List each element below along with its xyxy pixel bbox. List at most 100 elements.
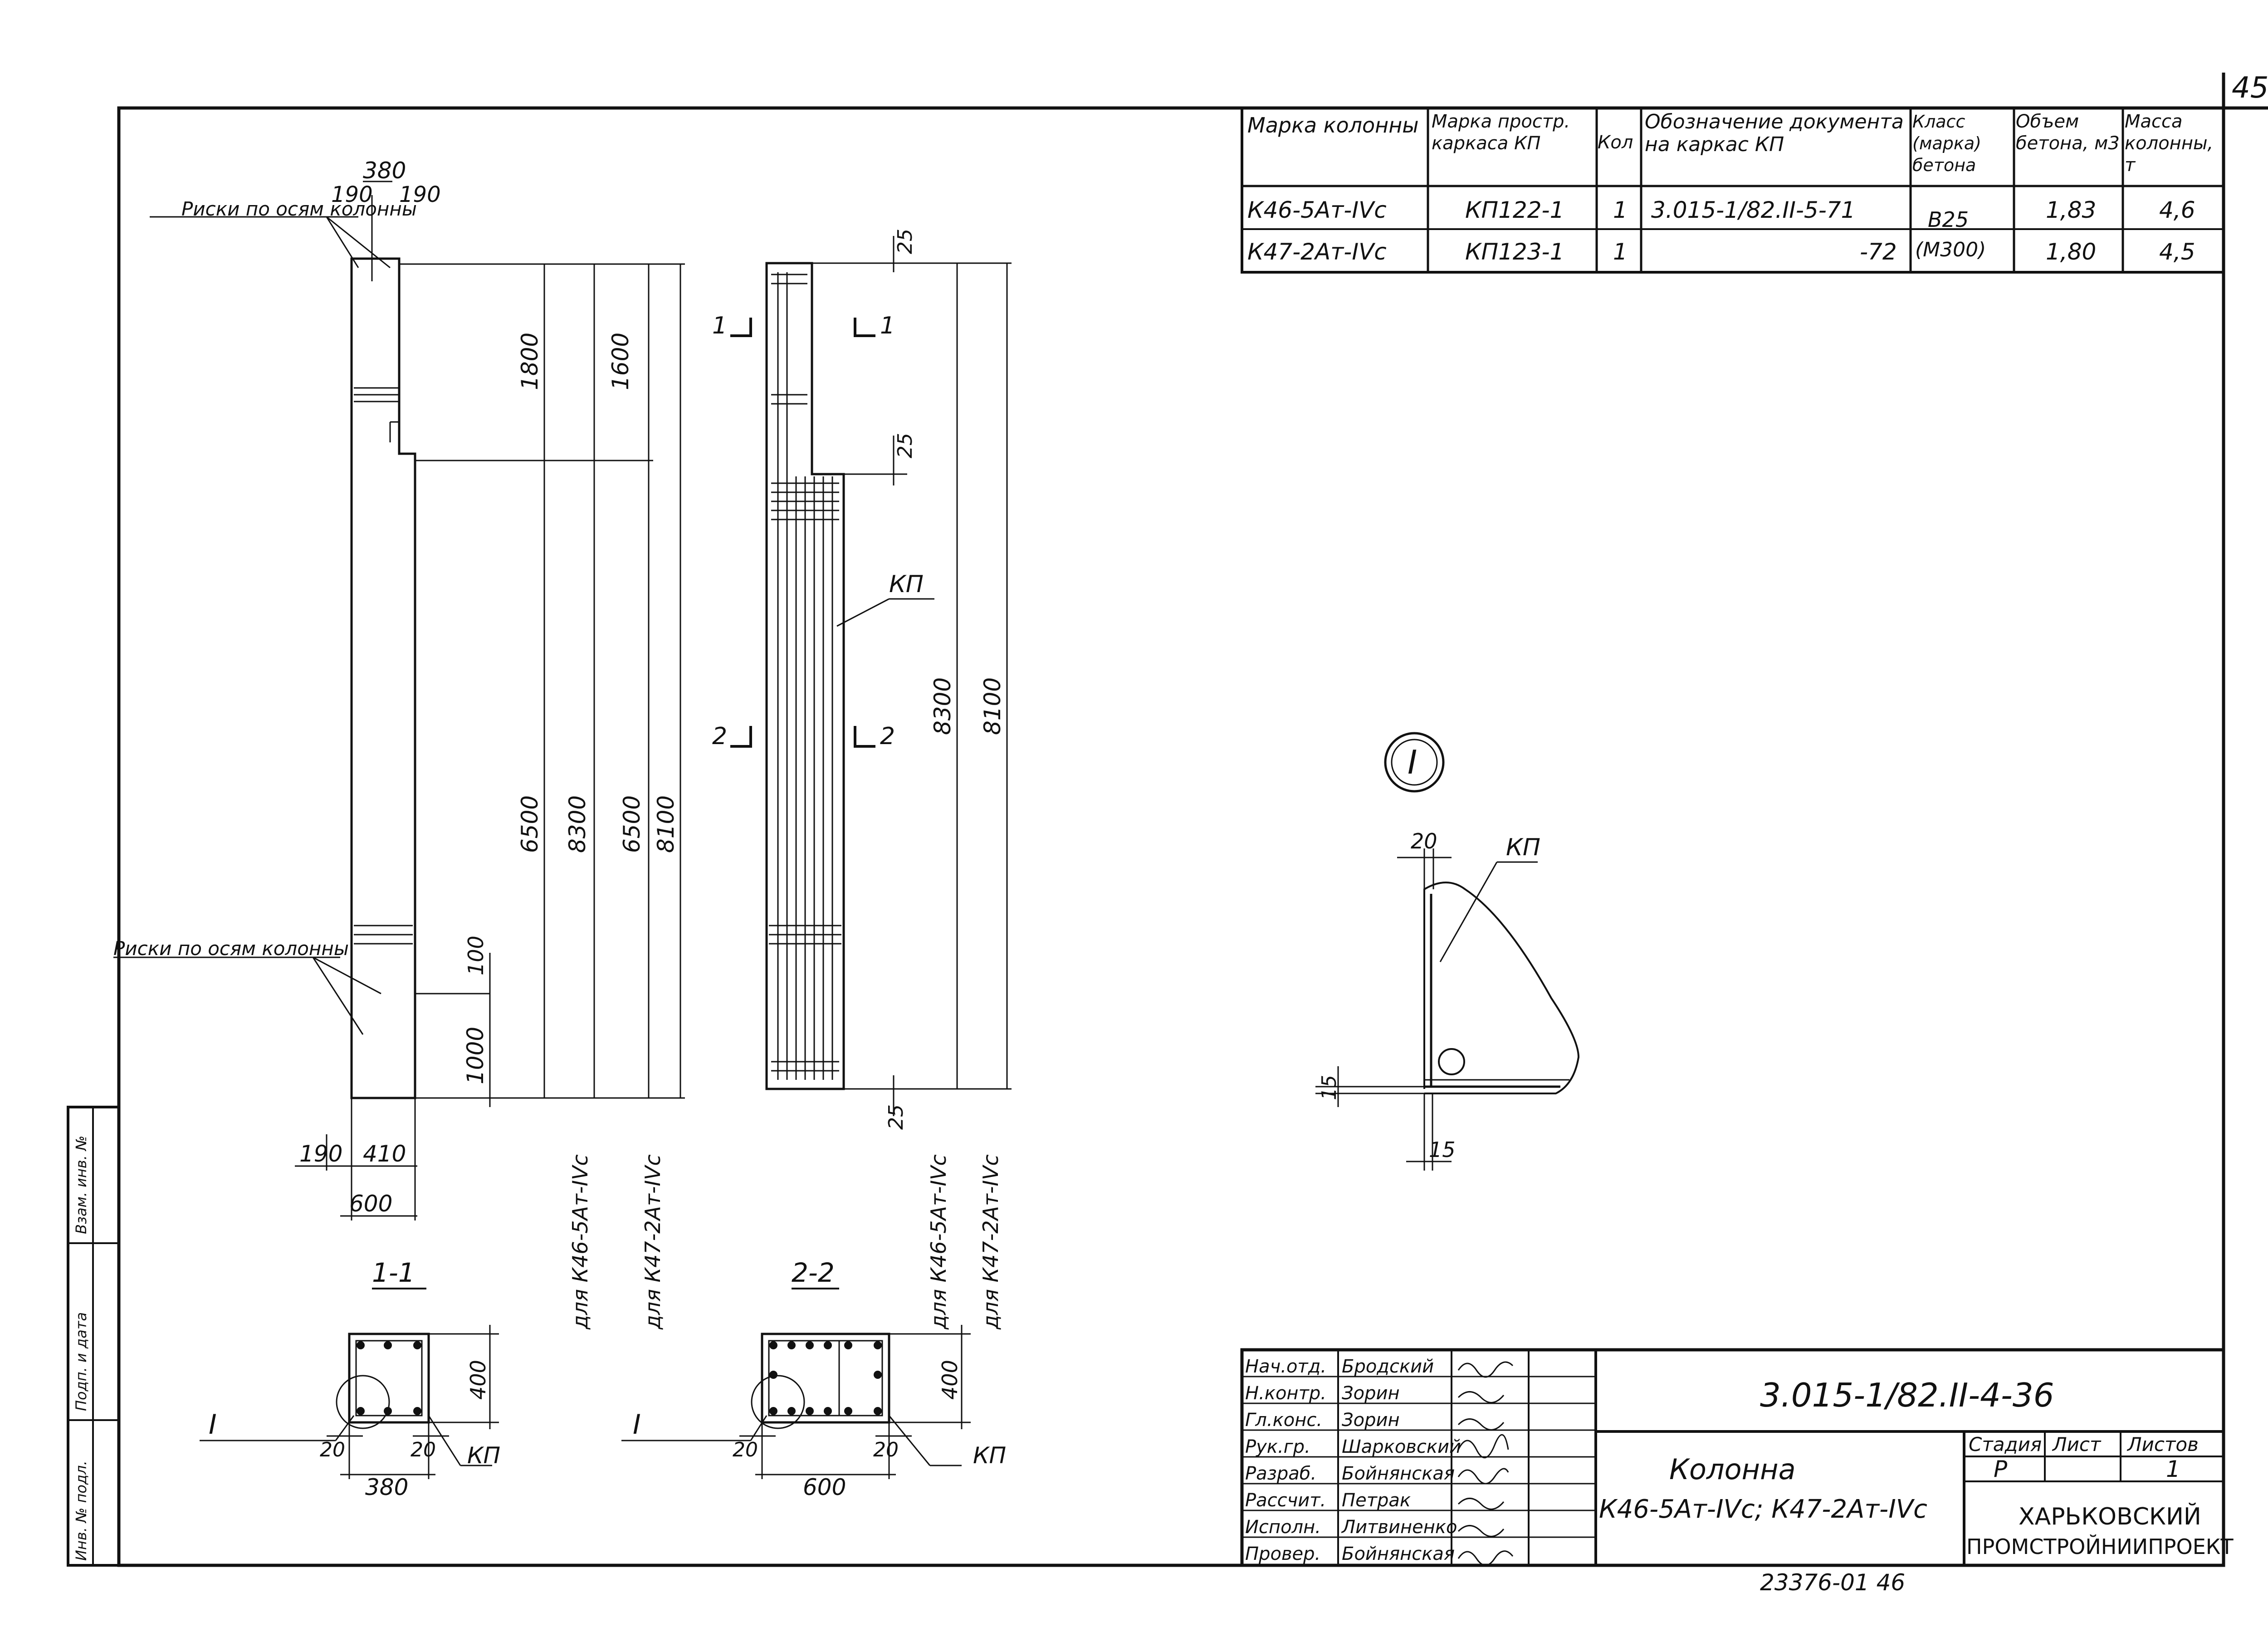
section-1-1: [200, 1288, 499, 1479]
dim-top-190-right: 190: [399, 182, 441, 207]
role-0-name: Бродский: [1342, 1356, 1434, 1377]
spec-row1-class: В25: [1928, 207, 1969, 232]
dim-bottom-410: 410: [363, 1141, 406, 1167]
section-2-kp: КП: [973, 1442, 1006, 1469]
role-3-name: Шарковский: [1342, 1436, 1461, 1457]
elevation-bottom-dims: [295, 1098, 417, 1220]
risks-top-label: Риски по осям колонны: [181, 198, 417, 220]
spec-header-volume: Объем бетона, м3: [2016, 111, 2120, 154]
role-1-name: Зорин: [1342, 1383, 1400, 1404]
section-2-d600: 600: [803, 1474, 846, 1500]
spec-header-3-cell: Обозначение документа на каркас КП: [1645, 110, 1904, 156]
strip-label-inv: Инв. № подл.: [73, 1461, 90, 1561]
org-line1: ХАРЬКОВСКИЙ: [2019, 1503, 2201, 1530]
spec-header-6-cell: Масса колонны, т: [2125, 111, 2214, 176]
reinf-dim-8100: 8100: [979, 677, 1006, 735]
role-7-name: Бойнянская: [1342, 1544, 1455, 1564]
title-block: [1240, 1348, 2225, 1567]
spec-row1-mark: К46-5Ат-IVс: [1247, 197, 1387, 223]
role-4-name: Бойнянская: [1342, 1463, 1455, 1484]
detail-marker: I: [1408, 743, 1417, 781]
sheet-label: Лист: [2052, 1433, 2102, 1456]
role-6-title: Исполн.: [1245, 1517, 1321, 1538]
spec-header-qty: Кол: [1598, 132, 1633, 153]
section-2-2: [621, 1288, 971, 1479]
spec-header-doc: Обозначение документа на каркас КП: [1645, 110, 1904, 156]
section-1-d380: 380: [365, 1474, 408, 1500]
dim-100: 100: [464, 936, 488, 975]
role-4-title: Разраб.: [1245, 1463, 1316, 1484]
section-2-title: 2-2: [792, 1257, 835, 1288]
section-2-d20b: 20: [873, 1438, 899, 1461]
detail-kp: КП: [1506, 834, 1540, 861]
spec-header-mass: Масса колонны, т: [2125, 111, 2214, 176]
role-2-title: Гл.конс.: [1245, 1410, 1322, 1431]
sheet-number: 45: [2232, 71, 2268, 105]
dim-bottom-190: 190: [299, 1141, 342, 1167]
role-7-title: Провер.: [1245, 1544, 1320, 1564]
reinf-for-k47: для К47-2Ат-IVс: [978, 1154, 1003, 1330]
dim-top-190-left: 190: [331, 182, 373, 207]
spec-header-mark: Марка колонны: [1247, 113, 1419, 137]
section-2-d400: 400: [938, 1360, 962, 1400]
strip-label-sign: Подп. и дата: [73, 1312, 90, 1411]
reinf-dim-25-top: 25: [894, 229, 917, 254]
spec-row2-qty: 1: [1613, 239, 1628, 265]
dim-bottom-600: 600: [349, 1191, 392, 1217]
cut-2-right: 2: [880, 723, 895, 750]
spec-header-4-cell: Класс (марка) бетона: [1912, 112, 1981, 175]
doc-code: 3.015-1/82.II-4-36: [1760, 1376, 2054, 1414]
reinf-dim-8300: 8300: [929, 677, 956, 735]
footer-number: 23376-01 46: [1760, 1569, 1905, 1596]
dim-top-380: 380: [363, 157, 406, 184]
reinf-kp-label: КП: [889, 571, 924, 598]
dim-1800: 1800: [517, 333, 543, 390]
reinf-for-k46: для К46-5Ат-IVс: [926, 1154, 951, 1330]
spec-row2-mark: К47-2Ат-IVс: [1247, 239, 1387, 265]
spec-header-0-cell: Марка колонны: [1247, 113, 1419, 137]
dim-6500-b: 6500: [619, 795, 645, 853]
spec-header-1-cell: Марка простр. каркаса КП: [1432, 111, 1570, 154]
spec-row2-frame: КП123-1: [1465, 239, 1564, 265]
risks-bottom-label: Риски по осям колонны: [113, 937, 349, 960]
section-1-d20b: 20: [411, 1438, 436, 1461]
role-3-title: Рук.гр.: [1245, 1436, 1310, 1457]
drawing-name-line1: Колонна: [1669, 1453, 1796, 1486]
section-1-d20a: 20: [320, 1438, 345, 1461]
role-5-name: Петрак: [1342, 1490, 1411, 1511]
title-block-roles: Нач.отд. Бродский Н.контр. Зорин Гл.конс…: [1245, 1356, 1461, 1564]
dim-1000: 1000: [462, 1027, 489, 1084]
detail-d15-left: 15: [1318, 1075, 1341, 1100]
section-1-d400: 400: [466, 1360, 490, 1400]
cut-1-right: 1: [880, 312, 895, 339]
section-2-d20a: 20: [733, 1438, 758, 1461]
stage-value: Р: [1994, 1456, 2008, 1482]
elevation-for-k47: для К47-2Ат-IVс: [640, 1154, 665, 1330]
column-elevation: [113, 181, 685, 1107]
spec-table: [1241, 107, 2225, 274]
section-1-title: 1-1: [372, 1257, 415, 1288]
spec-row2-mass: 4,5: [2159, 239, 2195, 265]
stage-label: Стадия: [1969, 1433, 2042, 1456]
reinforcement-view: [730, 236, 1012, 1116]
detail-d20: 20: [1411, 829, 1437, 853]
cut-2-left: 2: [712, 723, 727, 750]
binding-strip: Взам. инв. № Подп. и дата Инв. № подл.: [67, 1106, 120, 1567]
spec-row1-mass: 4,6: [2159, 197, 2195, 223]
sheets-label: Листов: [2126, 1433, 2199, 1456]
spec-header-frame: Марка простр. каркаса КП: [1432, 111, 1570, 154]
dim-1600: 1600: [607, 333, 634, 390]
role-2-name: Зорин: [1342, 1410, 1400, 1431]
section-2-mark: I: [633, 1409, 641, 1441]
role-1-title: Н.контр.: [1245, 1383, 1326, 1404]
org-line2: ПРОМСТРОЙНИИПРОЕКТ: [1966, 1534, 2234, 1559]
spec-header-5-cell: Объем бетона, м3: [2016, 111, 2120, 154]
cut-1-left: 1: [712, 312, 727, 339]
spec-header-class: Класс (марка) бетона: [1912, 112, 1981, 175]
spec-row2-volume: 1,80: [2046, 239, 2096, 265]
spec-row1-volume: 1,83: [2046, 197, 2096, 223]
dim-8100-a: 8100: [653, 795, 679, 853]
sheets-value: 1: [2166, 1456, 2180, 1482]
drawing-name-line2: К46-5Ат-IVс; К47-2Ат-IVс: [1599, 1495, 1927, 1524]
